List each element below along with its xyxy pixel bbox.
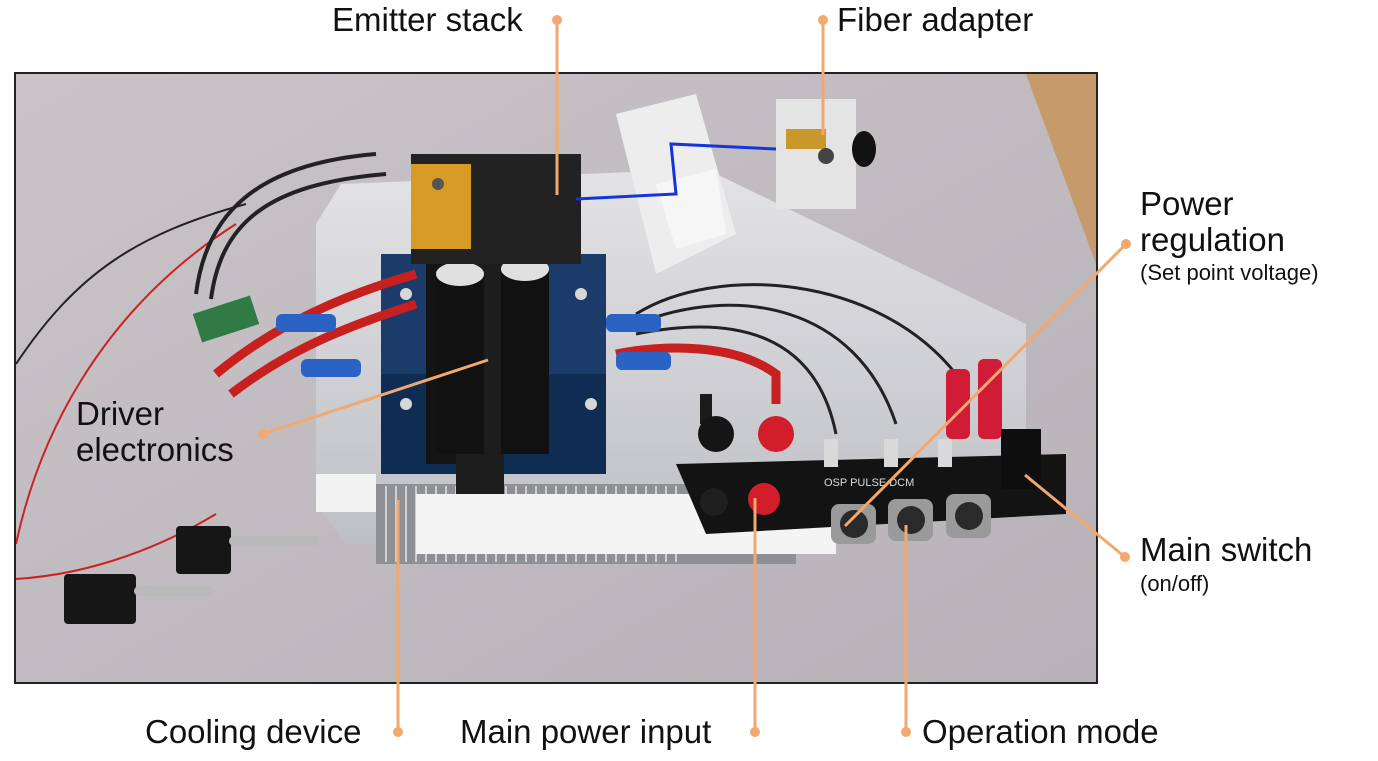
wire xyxy=(16,223,237,545)
crimp-connector xyxy=(276,314,336,332)
label-main-switch-title: Main switch xyxy=(1140,531,1313,568)
crimp-connector xyxy=(616,352,671,370)
main-switch-body xyxy=(1001,429,1041,489)
red-cable xyxy=(615,343,781,404)
panel-text: OSP PULSE DCM xyxy=(824,477,914,489)
label-power-regulation-sub: (Set point voltage) xyxy=(1140,260,1319,286)
socket-red-front xyxy=(748,483,780,515)
crimp-connector xyxy=(301,359,361,377)
beam-path xyxy=(575,142,777,201)
red-cable xyxy=(228,299,418,398)
label-power-regulation: Power regulation (Set point voltage) xyxy=(1140,186,1372,285)
plug-pin xyxy=(229,536,319,546)
leader-dot-operation-mode xyxy=(901,727,911,737)
leader-dot-cooling-device xyxy=(393,727,403,737)
sensor-pcb xyxy=(192,295,260,343)
leader-dot-emitter-stack xyxy=(552,15,562,25)
spade-connector xyxy=(946,369,970,439)
label-operation-mode: Operation mode xyxy=(922,713,1159,750)
leader-dot-power-regulation xyxy=(1121,239,1131,249)
label-fiber-adapter: Fiber adapter xyxy=(837,1,1034,38)
emitter-gold-plate xyxy=(411,164,471,249)
wire xyxy=(16,513,217,580)
wooden-edge xyxy=(1026,74,1096,264)
crimp-connector xyxy=(606,314,661,332)
label-power-regulation-title: Power regulation xyxy=(1140,185,1285,258)
device-photo: OSP PULSE DCM xyxy=(14,72,1098,684)
label-emitter-stack: Emitter stack xyxy=(332,1,523,38)
red-cable xyxy=(213,269,418,378)
socket-black xyxy=(698,416,734,452)
device-illustration: OSP PULSE DCM xyxy=(16,74,1096,682)
label-main-switch: Main switch (on/off) xyxy=(1140,532,1312,595)
socket-red xyxy=(758,416,794,452)
label-driver-electronics: Driver electronics xyxy=(76,395,234,468)
spade-connector xyxy=(978,359,1002,439)
leader-dot-fiber-adapter xyxy=(818,15,828,25)
fiber-port xyxy=(852,131,876,167)
label-cooling-device: Cooling device xyxy=(145,713,362,750)
plug-pin xyxy=(134,586,214,596)
plate-corner xyxy=(316,474,376,512)
plug-black xyxy=(64,574,136,624)
label-main-switch-sub: (on/off) xyxy=(1140,570,1210,596)
fiber-adapter-block xyxy=(776,99,856,209)
leader-dot-main-switch xyxy=(1120,552,1130,562)
leader-dot-main-power-input xyxy=(750,727,760,737)
plug-black xyxy=(176,526,231,574)
label-main-power-input: Main power input xyxy=(460,713,712,750)
wire xyxy=(16,203,247,365)
